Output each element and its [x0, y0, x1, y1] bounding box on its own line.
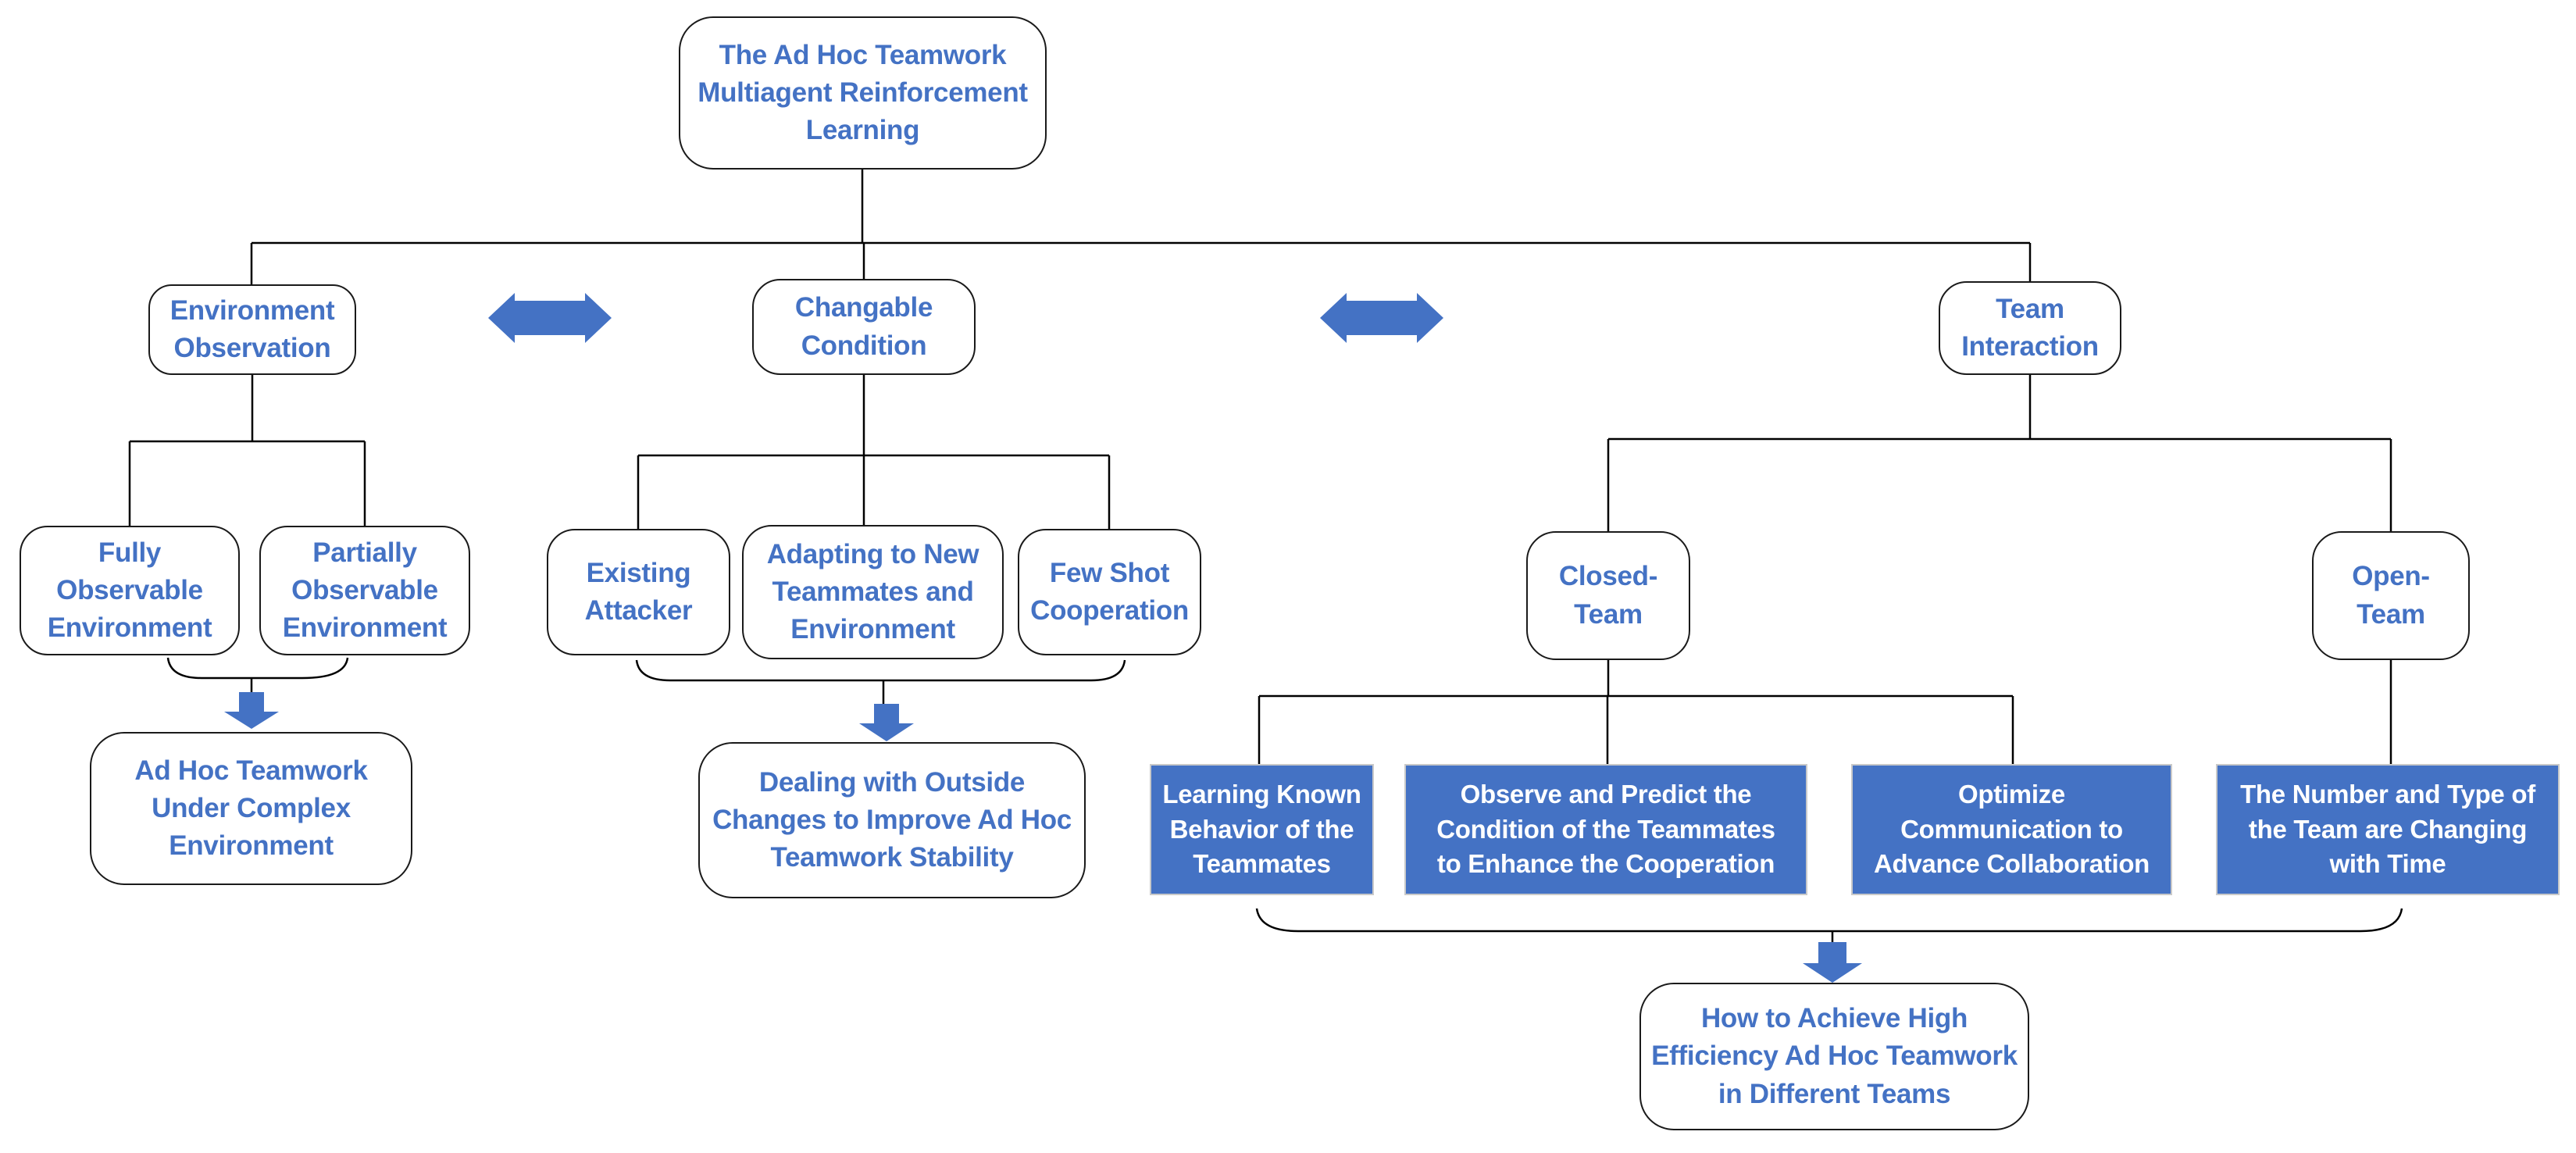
node-learning-known-behavior: Learning Known Behavior of the Teammates: [1150, 764, 1374, 895]
node-few-shot-cooperation: Few Shot Cooperation: [1018, 529, 1201, 655]
node-observe-predict-condition: Observe and Predict the Condition of the…: [1404, 764, 1807, 895]
node-high-efficiency-teams: How to Achieve High Efficiency Ad Hoc Te…: [1639, 983, 2029, 1130]
node-team-interaction: Team Interaction: [1939, 281, 2121, 375]
node-dealing-outside-changes: Dealing with Outside Changes to Improve …: [698, 742, 1086, 898]
node-optimize-communication: Optimize Communication to Advance Collab…: [1851, 764, 2172, 895]
node-changable-condition: Changable Condition: [752, 279, 976, 375]
node-existing-attacker: Existing Attacker: [547, 529, 730, 655]
node-open-team: Open- Team: [2312, 531, 2470, 660]
brace-middle: [635, 659, 1126, 704]
braces: [166, 657, 2403, 944]
brace-right: [1255, 908, 2403, 944]
node-adhoc-complex-environment: Ad Hoc Teamwork Under Complex Environmen…: [90, 732, 412, 885]
down-arrow-icon: [224, 692, 279, 729]
node-environment-observation: Environment Observation: [148, 284, 356, 375]
node-adapting-new-teammates: Adapting to New Teammates and Environmen…: [742, 525, 1004, 659]
double-arrow-icon: [1320, 293, 1443, 343]
node-partially-observable: Partially Observable Environment: [259, 526, 470, 655]
arrows: [224, 293, 1862, 983]
node-closed-team: Closed- Team: [1526, 531, 1690, 660]
down-arrow-icon: [859, 704, 914, 741]
double-arrow-icon: [488, 293, 612, 343]
down-arrow-icon: [1803, 942, 1862, 983]
connector-lines: [128, 169, 2392, 764]
brace-left: [166, 657, 349, 694]
node-root: The Ad Hoc Teamwork Multiagent Reinforce…: [679, 16, 1047, 170]
node-number-type-changing: The Number and Type of the Team are Chan…: [2216, 764, 2560, 895]
node-fully-observable: Fully Observable Environment: [20, 526, 240, 655]
